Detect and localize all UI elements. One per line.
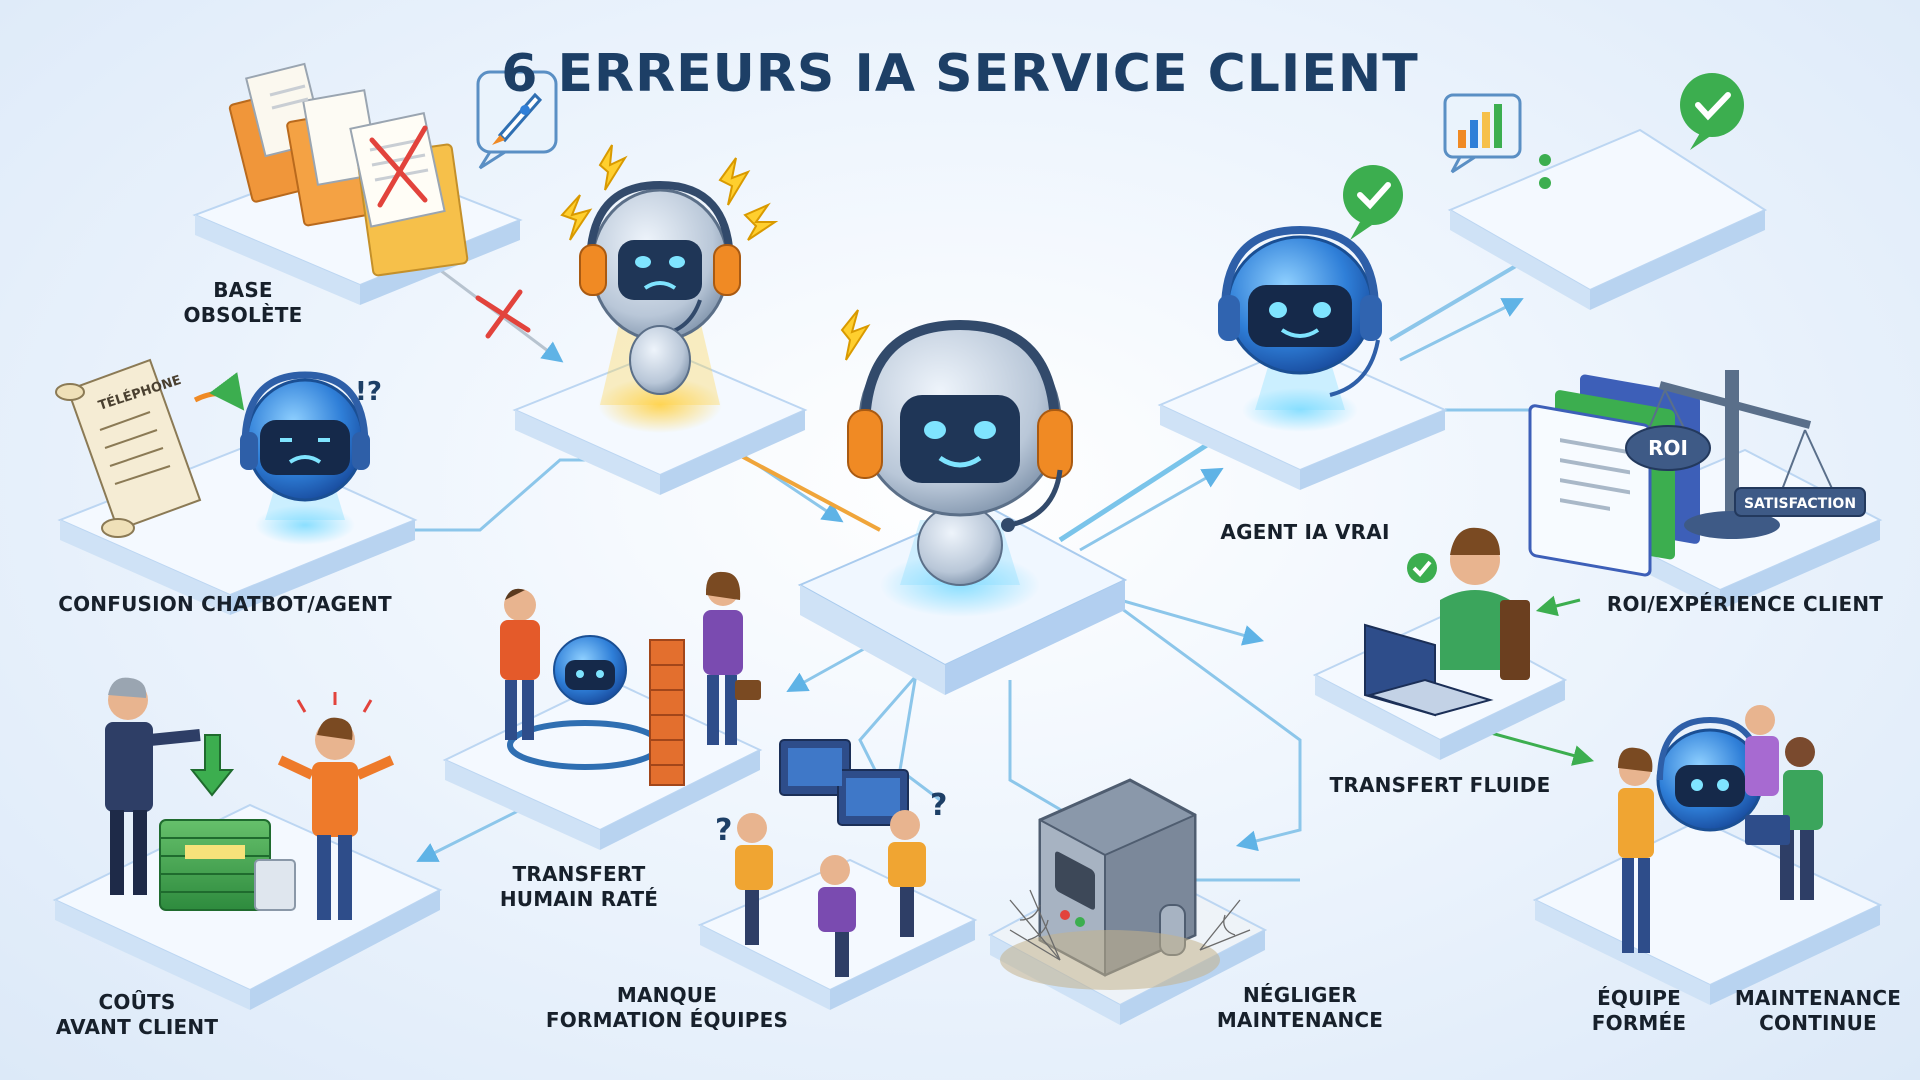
brick-wall [650,640,684,785]
page-title: 6 ERREURS IA SERVICE CLIENT [0,44,1920,104]
bar-chart-icon [1445,95,1520,172]
stressed-robot [580,185,740,433]
label-transfert-fluide: TRANSFERT FLUIDE [1330,773,1551,798]
scale-satisfaction-text: SATISFACTION [1744,496,1856,512]
label-agent-ia-vrai: AGENT IA VRAI [1220,520,1389,545]
dusty-server [1000,780,1220,990]
question-mark-icon: ? [930,788,947,823]
support-agent-person [1440,528,1530,680]
check-bubble-icon [1343,165,1403,240]
question-mark-icon: ? [715,813,732,848]
label-confusion-chatbot-agent: CONFUSION CHATBOT/AGENT [58,592,392,617]
question-mark-icon: !? [355,377,382,407]
scale-roi-text: ROI [1648,436,1688,460]
platform-equipe [1535,820,1880,1005]
label-roi-experience-client: ROI/EXPÉRIENCE CLIENT [1607,592,1883,617]
check-bubble-icon [1407,553,1437,583]
